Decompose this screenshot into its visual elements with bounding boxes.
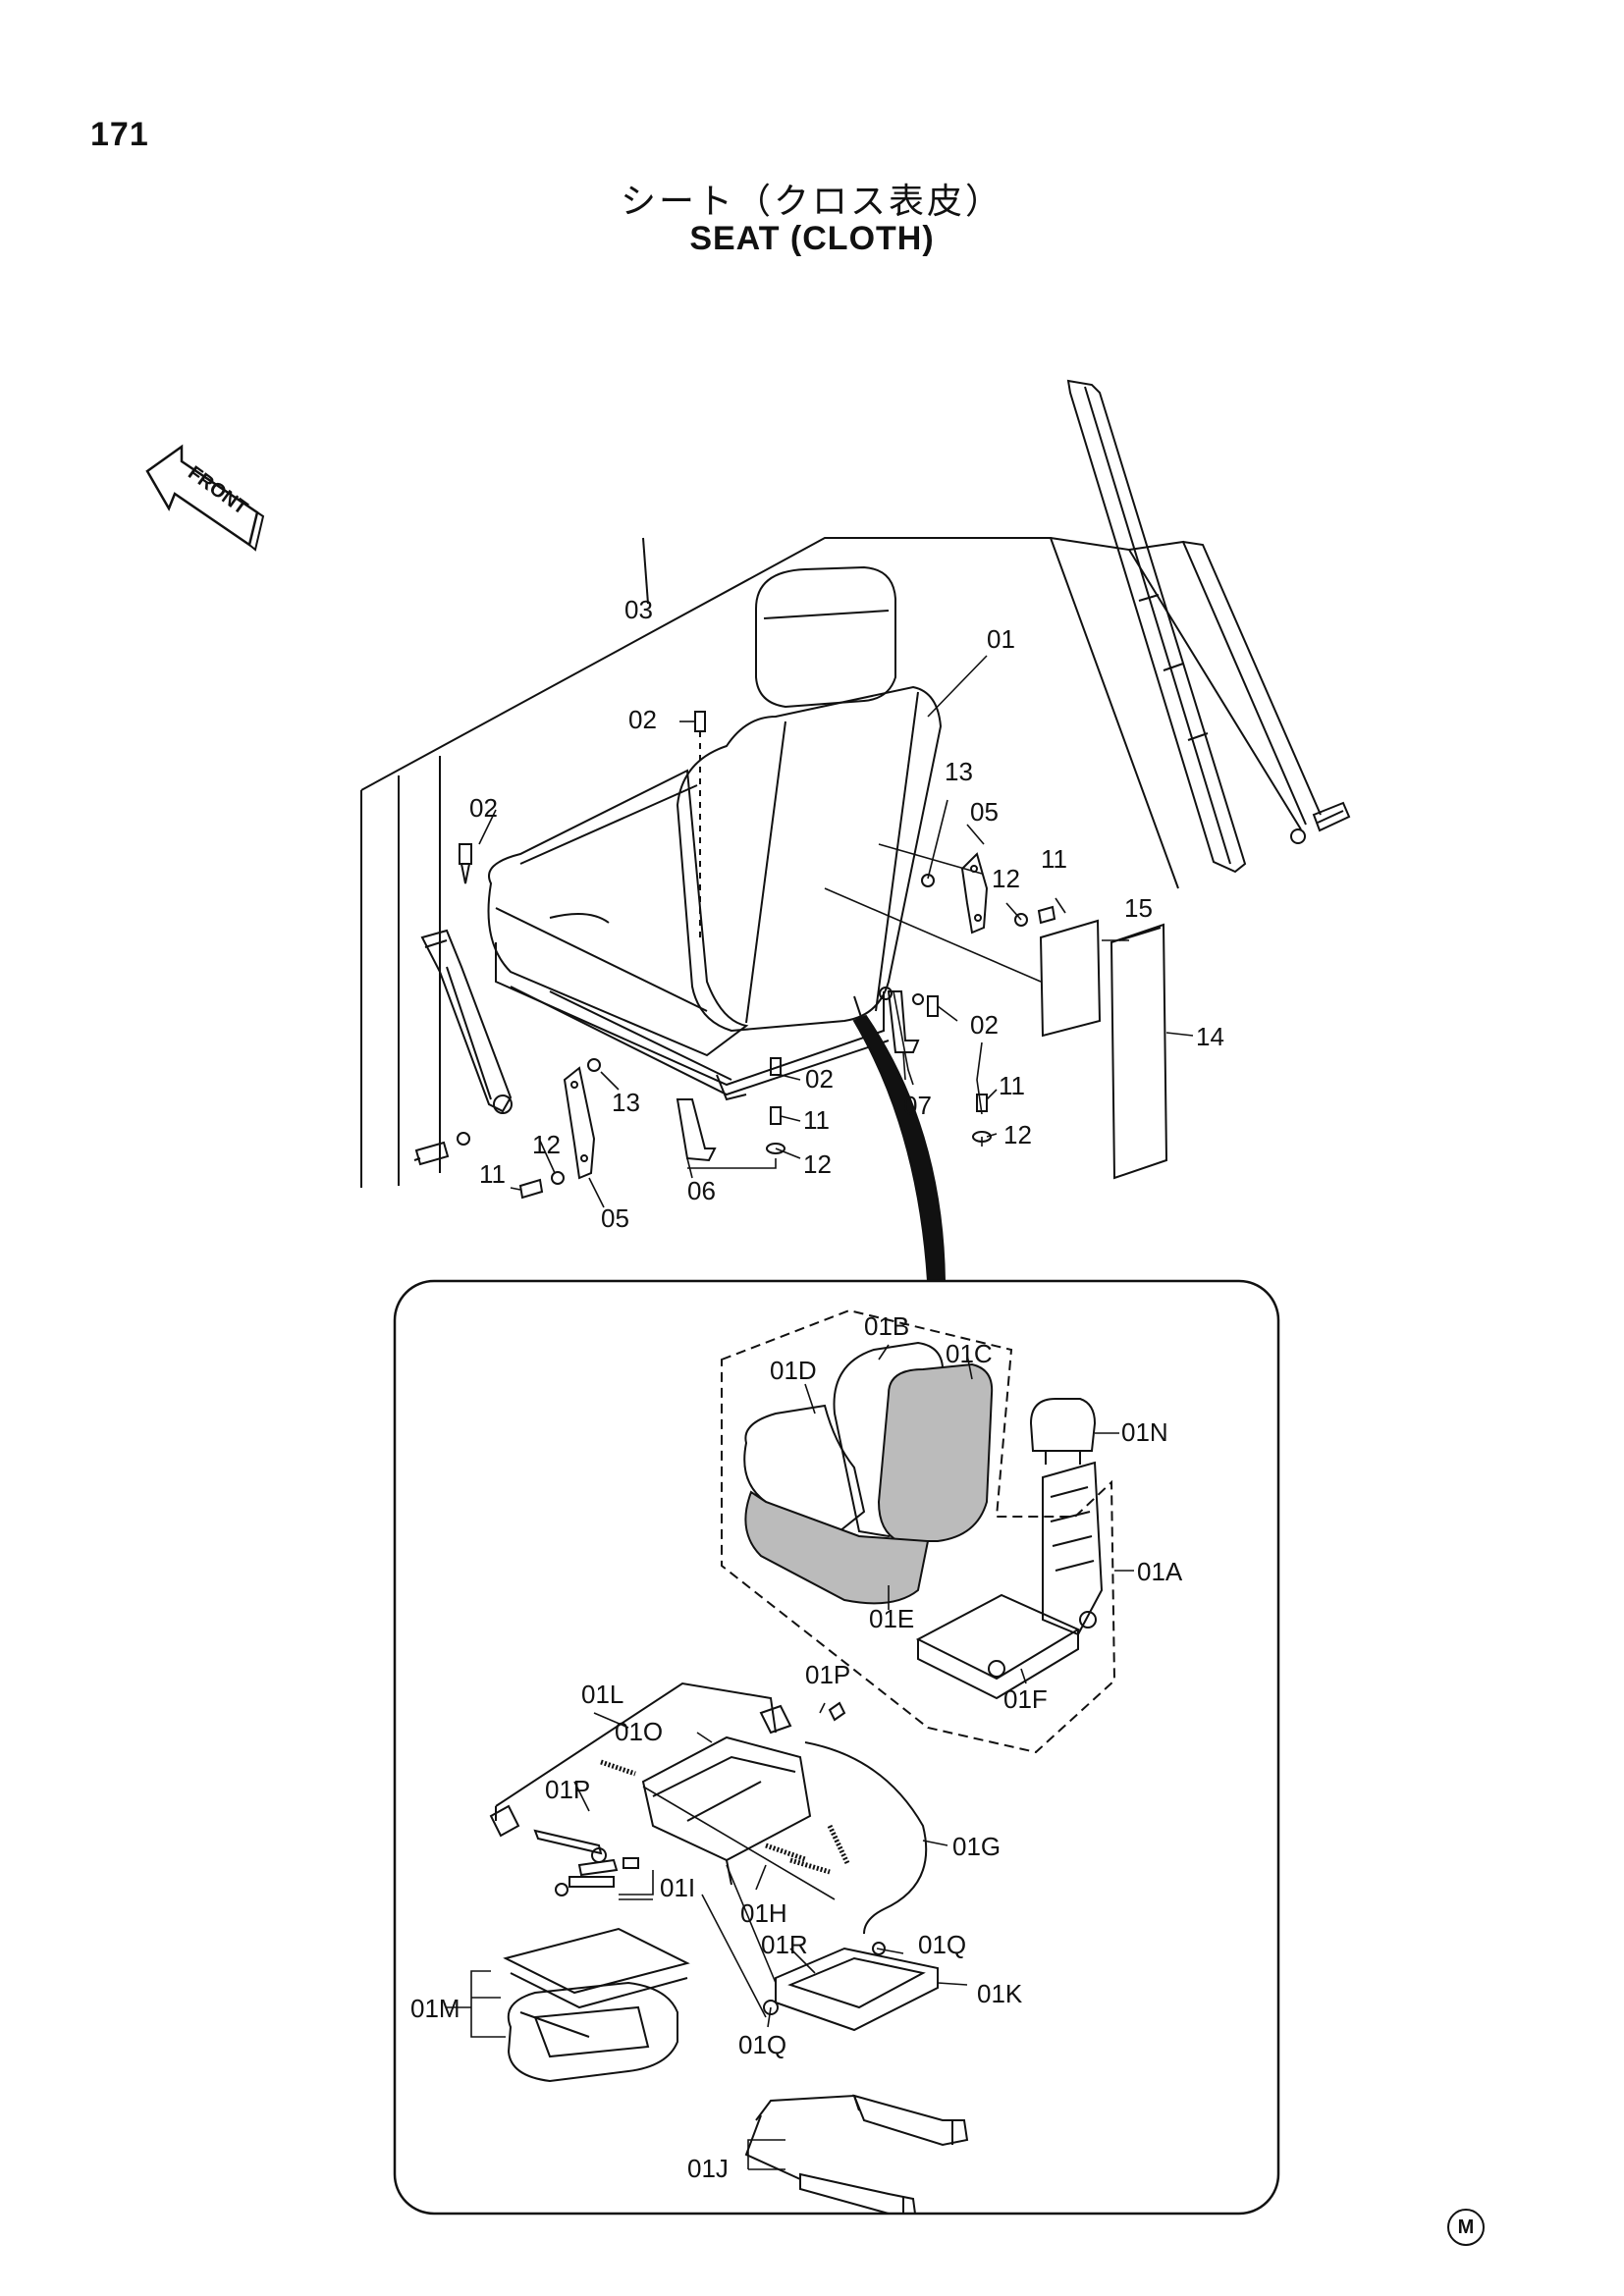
leader-lines-detail: [447, 1344, 1134, 2170]
callout-01: 01: [987, 624, 1015, 654]
upholstery-group: [721, 1308, 1116, 1754]
callout-01F: 01F: [1003, 1684, 1048, 1714]
title-english: SEAT (CLOTH): [689, 220, 935, 257]
callout-12: 12: [992, 864, 1020, 893]
callout-01G: 01G: [952, 1832, 1001, 1861]
callout-01R: 01R: [761, 1930, 808, 1959]
callout-01J: 01J: [687, 2154, 729, 2183]
corner-mark: M: [1447, 2209, 1485, 2246]
callout-01E: 01E: [869, 1604, 914, 1633]
seat-belt-long: [1066, 379, 1351, 874]
callout-01P: 01P: [805, 1660, 850, 1689]
group-03-bracket: [360, 537, 1322, 1188]
callout-01K: 01K: [977, 1979, 1023, 2008]
page-number: 171: [90, 116, 149, 153]
callout-11: 11: [803, 1105, 830, 1135]
seat-belt-short: [413, 929, 513, 1166]
front-arrow-icon: [145, 444, 265, 552]
callout-01Q: 01Q: [738, 2030, 786, 2059]
callout-06: 06: [687, 1176, 716, 1205]
callout-03: 03: [624, 595, 653, 624]
callout-01Q: 01Q: [918, 1930, 966, 1959]
seat-assembly: [487, 565, 943, 1101]
callout-02: 02: [805, 1064, 834, 1094]
callout-12: 12: [803, 1149, 832, 1179]
cover-plates: [1039, 919, 1168, 1180]
callout-14: 14: [1196, 1022, 1224, 1051]
callout-01D: 01D: [770, 1356, 817, 1385]
callout-01A: 01A: [1137, 1557, 1183, 1586]
callout-01P: 01P: [545, 1775, 590, 1804]
callout-01I: 01I: [660, 1873, 695, 1902]
callout-12: 12: [532, 1130, 561, 1159]
callout-07: 07: [903, 1091, 932, 1120]
callout-01H: 01H: [740, 1898, 787, 1928]
mechanism-group: [489, 1682, 969, 2215]
callout-13: 13: [612, 1088, 640, 1117]
callout-11: 11: [1041, 844, 1067, 874]
callout-12: 12: [1003, 1120, 1032, 1149]
callout-05: 05: [970, 797, 999, 827]
detail-callout-arrow: [852, 1014, 947, 1282]
callout-01N: 01N: [1121, 1417, 1168, 1447]
callout-01L: 01L: [581, 1680, 623, 1709]
callout-11: 11: [999, 1071, 1025, 1100]
callout-11: 11: [479, 1159, 506, 1189]
bolts-washers: [459, 711, 1056, 1200]
callout-01M: 01M: [410, 1994, 460, 2023]
callout-15: 15: [1124, 893, 1153, 923]
detail-frame: [393, 1279, 1280, 2216]
callout-01B: 01B: [864, 1311, 909, 1341]
brackets: [563, 852, 989, 1180]
callout-02: 02: [469, 793, 498, 823]
callout-05: 05: [601, 1203, 629, 1233]
title-japanese: シート（クロス表皮）: [620, 182, 1003, 222]
callout-01O: 01O: [615, 1717, 663, 1746]
callout-02: 02: [628, 705, 657, 734]
callout-01C: 01C: [946, 1339, 993, 1368]
callout-13: 13: [945, 757, 973, 786]
callout-02: 02: [970, 1010, 999, 1040]
leader-lines-main: [478, 655, 1194, 1208]
